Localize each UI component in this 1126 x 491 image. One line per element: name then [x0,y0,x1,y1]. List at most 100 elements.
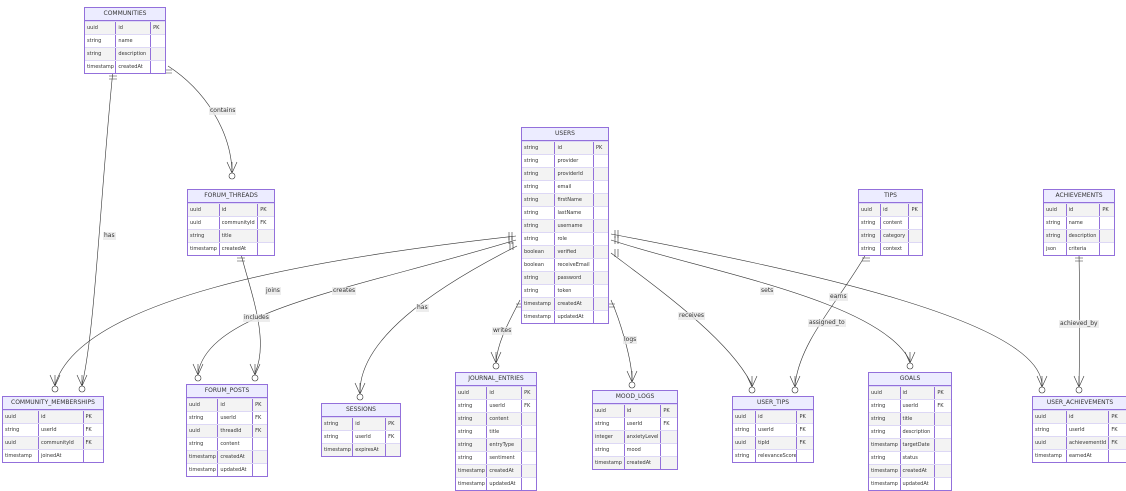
attribute-type: uuid [188,204,220,216]
attribute-name: userId [487,400,523,412]
entity-title: FORUM_THREADS [188,190,274,203]
attribute-name: category [881,230,910,242]
entity-title: FORUM_POSTS [187,385,267,398]
attribute-key [935,426,951,438]
attribute-key [909,217,922,229]
attribute-key [661,457,677,469]
attribute-type: timestamp [85,61,117,73]
attribute-name: mood [625,444,662,456]
attribute-key [661,431,677,443]
attribute-key [522,452,536,464]
attribute-key [797,450,813,462]
attribute-key [1109,450,1126,462]
attribute-key [522,478,536,490]
cardinality-many-marker [789,375,801,394]
cardinality-many-marker [249,363,261,382]
entity-title: COMMUNITIES [85,8,165,21]
attribute-type: uuid [188,217,220,229]
attribute-name: description [901,426,936,438]
cardinality-one-marker [614,236,619,244]
attribute-name: createdAt [901,465,936,477]
attribute-name: achievementId [1067,437,1110,449]
attribute-name: content [487,413,523,425]
attribute-type: uuid [733,437,757,449]
attribute-name: id [39,411,84,423]
cardinality-one-marker [237,257,245,262]
cardinality-many-marker [226,161,238,180]
attribute-type: string [859,217,882,229]
cardinality-one-marker [508,236,513,244]
attribute-type: string [859,243,882,255]
attribute-key [594,285,608,297]
entity-title: JOURNAL_ENTRIES [456,373,536,386]
attribute-name: username [555,220,594,232]
attribute-key: FK [1111,440,1118,446]
attribute-key: PK [260,207,267,213]
attribute-name: earnedAt [1067,450,1110,462]
attribute-type: timestamp [188,243,220,255]
attribute-name: entryType [487,439,523,451]
attribute-type: string [733,424,757,436]
attribute-type: timestamp [3,450,39,462]
attribute-type: string [187,412,219,424]
attribute-name: sentiment [487,452,523,464]
attribute-key [935,478,951,490]
cardinality-many-marker [490,351,502,370]
attribute-key [253,464,267,476]
attribute-type: timestamp [187,464,219,476]
attribute-name: updatedAt [487,478,523,490]
attribute-name: userId [39,424,84,436]
attribute-name: userId [756,424,798,436]
attribute-name: targetDate [901,439,936,451]
attribute-type: uuid [733,411,757,423]
cardinality-one-marker [614,249,619,257]
attribute-key [594,181,608,193]
attribute-type: string [522,285,556,297]
attribute-key [151,61,165,73]
attribute-key: FK [663,421,670,427]
attribute-name: userId [625,418,662,430]
attribute-type: uuid [1044,204,1067,216]
relationship-edge [359,245,518,393]
attribute-name: id [1067,204,1101,216]
attribute-name: content [881,217,910,229]
attribute-key: PK [524,390,531,396]
relationship-edge [54,235,517,386]
attribute-key [151,35,165,47]
attribute-type: string [522,181,556,193]
attribute-type: string [456,400,488,412]
entity-title: GOALS [869,373,951,386]
attribute-name: id [555,142,594,154]
attribute-key [522,439,536,451]
attribute-key [935,452,951,464]
attribute-key: PK [153,25,160,31]
attribute-key [594,168,608,180]
attribute-name: createdAt [555,298,594,310]
